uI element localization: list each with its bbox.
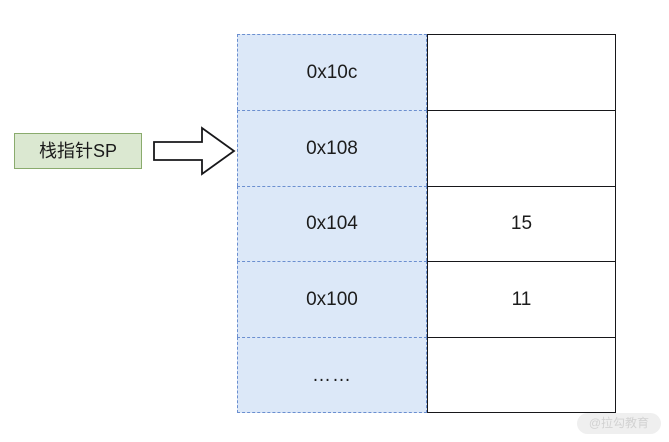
address-cell: 0x108	[237, 109, 427, 186]
value-cell: 11	[427, 261, 616, 338]
stack-pointer-label-text: 栈指针SP	[38, 141, 117, 161]
table-row: 0x100 11	[237, 261, 616, 338]
address-cell: 0x104	[237, 185, 427, 262]
value-cell	[427, 337, 616, 413]
value-cell	[427, 34, 616, 110]
memory-table: 0x10c 0x108 0x104 15 0x100 11 ……	[237, 34, 616, 413]
address-cell: 0x100	[237, 261, 427, 338]
value-cell	[427, 109, 616, 186]
address-cell: 0x10c	[237, 34, 427, 110]
table-row: 0x104 15	[237, 185, 616, 262]
table-row: 0x10c	[237, 34, 616, 110]
right-block-arrow-icon	[152, 123, 236, 179]
stack-pointer-label: 栈指针SP	[14, 133, 142, 169]
watermark: @拉勾教育	[576, 413, 661, 434]
address-cell: ……	[237, 337, 427, 413]
value-cell: 15	[427, 185, 616, 262]
table-row: 0x108	[237, 109, 616, 186]
table-row: ……	[237, 337, 616, 413]
